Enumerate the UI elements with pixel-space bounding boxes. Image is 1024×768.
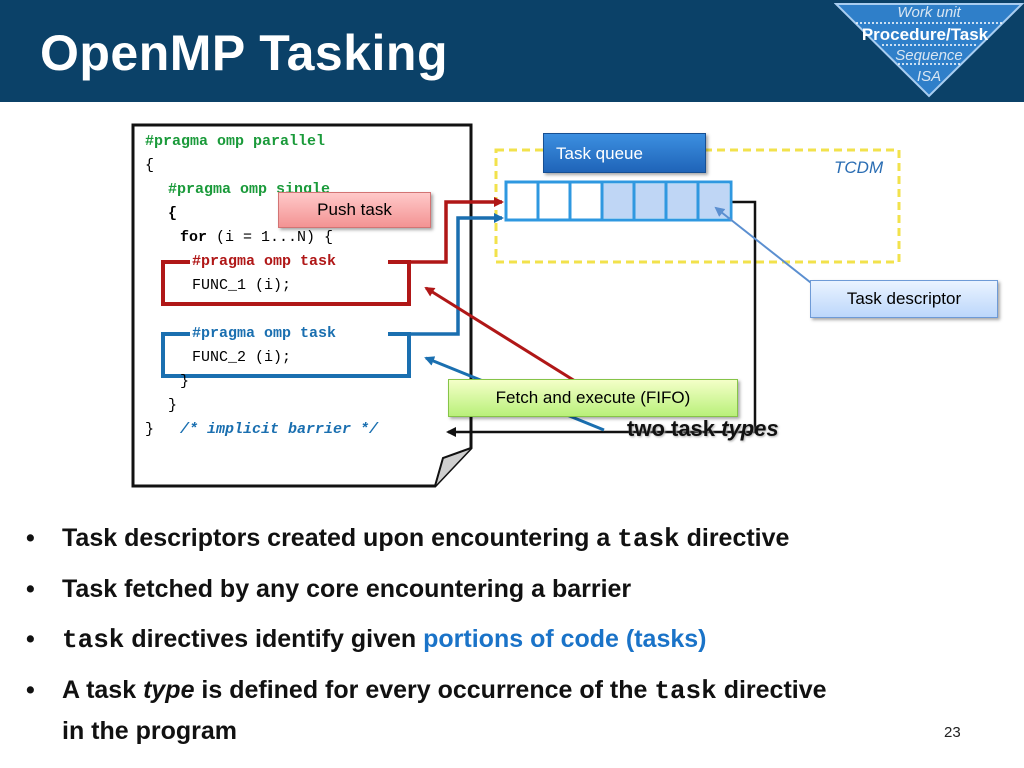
bullet-dot: • [26,524,35,552]
descriptor-pointer-arrow [714,206,816,287]
blue-push-arrow [410,213,504,336]
code-brace-close-2: } [168,397,178,414]
code-for-loop: for (i = 1...N) { [180,229,333,247]
bullet-italic-text: type [143,676,195,704]
code-brace-close-3: } [180,373,190,390]
bullet-text: in the program [62,717,238,745]
bullet-text: A task [62,676,144,704]
code-pragma-task-2: #pragma omp task [192,325,337,342]
code-brace-open-1: { [145,157,155,174]
bullet-code: task [617,524,680,554]
bullet-item: • task directives identify given portions… [24,619,1004,660]
bullet-item: • Task descriptors created upon encounter… [24,518,1004,559]
bullet-text: directive [679,524,790,552]
bullet-code: task [654,676,717,706]
bullet-accent-text: portions of code (tasks) [423,625,707,653]
tcdm-label: TCDM [834,158,884,177]
bullet-text: directives identify given [124,625,424,653]
task-queue-slots [504,180,733,222]
triangle-level-sequence: Sequence [895,47,963,64]
red-task-bracket [161,260,411,306]
bullet-text: directive [716,676,827,704]
code-pragma-parallel: #pragma omp parallel [145,133,326,150]
triangle-shape [834,2,1024,98]
bullet-item: • Task fetched by any core encountering a… [24,569,1004,609]
code-for-keyword: for [180,229,208,246]
code-func-1: FUNC_1 (i); [192,277,292,294]
bullet-list: • Task descriptors created upon encounter… [24,518,1004,761]
bullet-text: Task descriptors created upon encounteri… [62,524,618,552]
code-document-fold [434,447,472,487]
bullet-item: • A task type is defined for every occurr… [24,670,1004,751]
slide-title: OpenMP Tasking [40,25,449,81]
two-task-types-label: two task types [627,416,779,442]
abstraction-triangle [834,2,1024,98]
task-queue-label: Task queue [543,133,706,173]
two-task-text: two task [627,416,716,441]
page-number: 23 [944,724,961,741]
code-brace-close-1: } [145,421,155,438]
triangle-level-work-unit: Work unit [897,4,961,21]
barrier-arrow [446,200,757,437]
code-brace-open-2: { [168,205,178,222]
code-for-range: (i = 1...N) { [207,229,334,246]
code-implicit-barrier-comment: /* implicit barrier */ [180,421,379,438]
bullet-text: Task fetched by any core encountering a … [62,575,632,603]
types-text: types [721,416,779,441]
fetch-execute-label: Fetch and execute (FIFO) [448,379,738,417]
triangle-level-procedure-task: Procedure/Task [861,25,989,44]
bullet-text: is defined for every occurrence of the [194,676,655,704]
red-push-arrow [410,197,504,264]
push-task-label: Push task [278,192,431,228]
triangle-level-isa: ISA [916,68,942,85]
code-pragma-task-1: #pragma omp task [192,253,337,270]
bullet-dot: • [26,625,35,653]
blue-task-bracket [161,332,411,378]
bullet-code: task [62,625,125,655]
bullet-dot: • [26,575,35,603]
bullet-dot: • [26,676,35,704]
code-func-2: FUNC_2 (i); [192,349,292,366]
task-descriptor-label: Task descriptor [810,280,998,318]
